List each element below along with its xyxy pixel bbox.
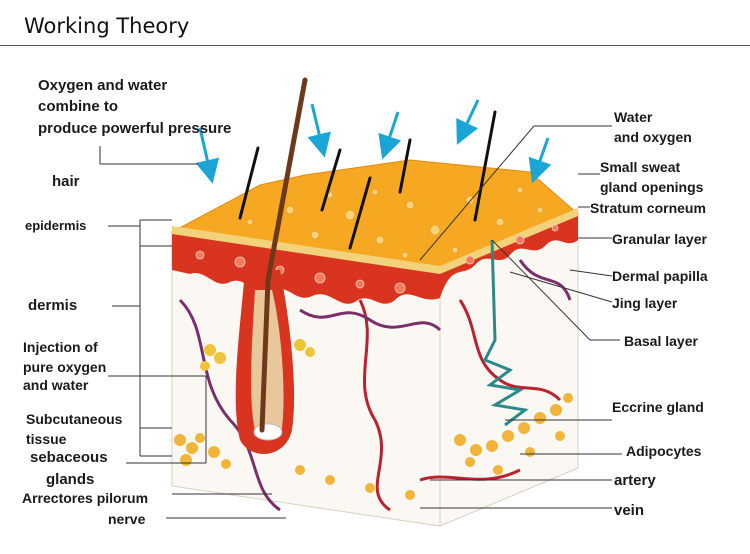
label-injection-3: and water [23,377,89,393]
surface-hairs [238,110,497,250]
label-subcutaneous-1: Subcutaneous [26,411,123,427]
leader-lines [99,125,622,519]
label-hair: hair [52,173,80,190]
blood-vessels [178,259,572,512]
dermal-layer-front [172,232,440,304]
label-adipocytes: Adipocytes [626,443,702,459]
label-dermal-papilla: Dermal papilla [612,268,708,284]
page-title: Working Theory [24,14,190,38]
stratum-corneum-front [172,226,440,274]
label-vein: vein [614,502,644,519]
eccrine-gland-shape [482,239,529,427]
label-nerve: nerve [108,511,146,527]
label-basal: Basal layer [624,333,698,349]
label-subcutaneous-2: tissue [26,431,67,447]
vein-vessel [178,298,281,512]
label-epidermis: epidermis [25,218,86,233]
hair-shaft [259,77,308,433]
surface-bubbles [246,186,544,259]
label-granular: Granular layer [612,231,707,247]
label-artery: artery [614,472,656,489]
label-eccrine: Eccrine gland [612,399,704,415]
artery-vessel [358,299,391,512]
label-water-oxygen-1: Water [614,109,653,125]
label-oxygen-water-2: combine to [38,98,118,115]
label-sweat-1: Small sweat [600,159,680,175]
dermal-bubbles [195,224,559,294]
label-jing: Jing layer [612,295,678,311]
label-arrectores: Arrectores pilorum [22,490,148,506]
label-injection-1: Injection of [23,339,98,355]
skin-block [170,77,579,527]
label-oxygen-water-1: Oxygen and water [38,77,167,94]
label-dermis: dermis [28,297,77,314]
label-water-oxygen-2: and oxygen [614,129,692,145]
stratum-corneum-right [440,208,578,274]
oxygen-arrows [195,99,552,184]
label-sweat-2: gland openings [600,179,704,195]
sebaceous-gland-shape [200,339,315,371]
header-divider [0,45,750,46]
label-stratum-corneum: Stratum corneum [590,200,706,216]
label-oxygen-water-3: produce powerful pressure [38,120,231,137]
label-injection-2: pure oxygen [23,359,106,375]
labels: Oxygen and water combine to produce powe… [22,77,708,527]
header: Working Theory [0,0,750,46]
dermal-layer-right [440,214,578,298]
label-sebaceous-1: sebaceous [30,449,108,466]
label-sebaceous-2: glands [46,471,94,488]
